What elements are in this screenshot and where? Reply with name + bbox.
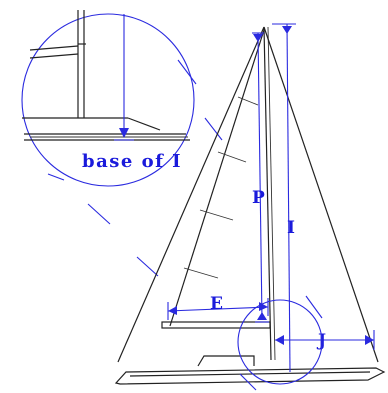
zoom-guide-lines — [47, 59, 223, 277]
hull — [114, 367, 386, 385]
label-E: E — [210, 294, 223, 314]
cabin — [197, 355, 255, 367]
label-P: P — [252, 188, 265, 208]
detail-drawing — [22, 10, 190, 141]
P-line — [257, 32, 263, 321]
mainsail-leech — [169, 29, 265, 327]
I-line — [286, 23, 291, 373]
forestay — [263, 26, 379, 363]
detail-base-arrow — [119, 128, 129, 138]
battens — [183, 96, 259, 279]
label-I: I — [287, 218, 295, 238]
sailboat — [114, 26, 386, 385]
detail-source-circle — [237, 299, 323, 385]
detail-circle — [21, 13, 195, 187]
magnified-detail: base of I — [21, 10, 195, 187]
boom — [161, 321, 271, 329]
caption-base-of-I: base of I — [82, 151, 182, 172]
jib-sail — [117, 26, 265, 363]
measurements: P I E J — [167, 23, 375, 391]
mast — [263, 26, 272, 361]
label-J: J — [316, 331, 326, 351]
E-line — [167, 306, 269, 312]
